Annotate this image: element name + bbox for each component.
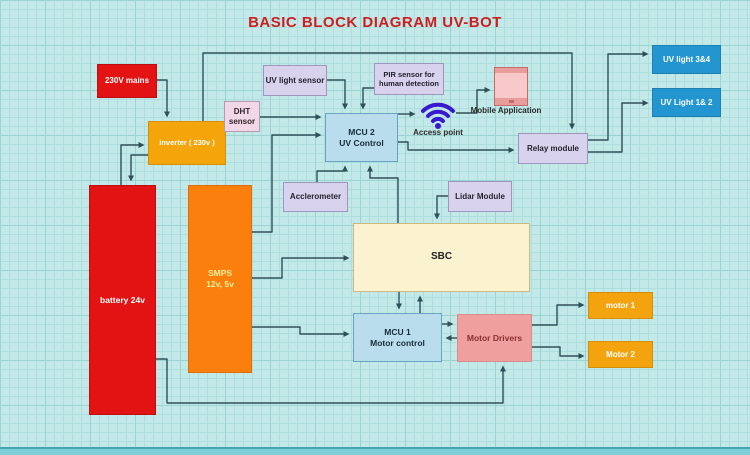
node-label: UV Light 1& 2 [660, 97, 713, 107]
node-mcu2: MCU 2 UV Control [325, 113, 398, 162]
node-label: Motor control [370, 337, 425, 348]
phone-top-band [495, 68, 527, 73]
node-label: Lidar Module [455, 191, 505, 201]
node-lidar-module: Lidar Module [448, 181, 512, 212]
edge-sbc-mcu2 [367, 165, 399, 223]
node-label: UV Control [339, 137, 384, 148]
node-label: MCU 1 [384, 326, 411, 337]
node-label: SBC [430, 251, 453, 263]
edge-smps-sbc [252, 255, 350, 279]
edge-smps-mcu1 [252, 326, 350, 337]
node-230v-mains: 230V mains [97, 64, 157, 98]
node-label: Acclerometer [289, 192, 342, 201]
node-motor-1: motor 1 [588, 292, 653, 319]
mobile-application-label: Mobile Application [470, 106, 542, 115]
node-motor-drivers: Motor Drivers [457, 314, 532, 362]
edge-relay-uv12 [588, 100, 649, 153]
edge-relay-uv34 [588, 51, 649, 141]
edge-uvsensor-mcu2 [327, 79, 348, 110]
node-label: human detection [378, 79, 439, 88]
mobile-phone-icon [494, 67, 528, 106]
edge-motordrivers-motor2 [532, 346, 585, 359]
edge-motordrivers-motor1 [532, 302, 585, 326]
node-label: battery 24v [100, 294, 145, 305]
node-sbc: SBC [353, 223, 530, 292]
diagram-title: BASIC BLOCK DIAGRAM UV-BOT [248, 14, 502, 31]
node-label: DHT [233, 106, 251, 116]
edge-lidar-sbc [434, 195, 448, 220]
node-dht-sensor: DHT sensor [224, 101, 260, 132]
node-label: UV light sensor [265, 75, 325, 85]
edge-battery-inverter [120, 142, 145, 185]
node-label: Motor Drivers [466, 332, 523, 343]
node-label: Relay module [526, 143, 579, 153]
wifi-icon [421, 102, 455, 129]
canvas-bottom-edge [0, 447, 750, 455]
node-label: UV light 3&4 [662, 54, 711, 64]
edge-mains-inverter [157, 79, 170, 118]
node-label: sensor [228, 116, 256, 126]
node-label: motor 1 [605, 300, 636, 310]
node-uv-light-sensor: UV light sensor [263, 65, 327, 96]
node-label: inverter ( 230v ) [159, 138, 215, 148]
node-smps: SMPS 12v, 5v [188, 185, 252, 373]
node-label: MCU 2 [348, 126, 375, 137]
edge-mcu2-relay [398, 141, 515, 153]
edge-accel-mcu2 [316, 165, 348, 182]
node-uv-light-3-4: UV light 3&4 [652, 45, 721, 74]
node-mcu1: MCU 1 Motor control [353, 313, 442, 362]
node-battery: battery 24v [89, 185, 156, 415]
node-label: 12v, 5v [206, 279, 234, 289]
edge-inverter-battery [128, 154, 148, 182]
node-inverter: inverter ( 230v ) [148, 121, 226, 165]
edge-pir-mcu2 [360, 87, 374, 110]
node-label: PIR sensor for [383, 69, 435, 79]
node-label: Motor 2 [606, 349, 635, 359]
node-label: SMPS [207, 268, 233, 279]
access-point-label: Access point [413, 128, 463, 137]
node-relay-module: Relay module [518, 133, 588, 164]
node-pir-sensor: PIR sensor for human detection [374, 63, 444, 95]
node-label: 230V mains [104, 76, 150, 85]
node-uv-light-1-2: UV Light 1& 2 [652, 88, 721, 117]
node-motor-2: Motor 2 [588, 341, 653, 368]
node-accelerometer: Acclerometer [283, 182, 348, 212]
phone-home-button [509, 100, 514, 103]
